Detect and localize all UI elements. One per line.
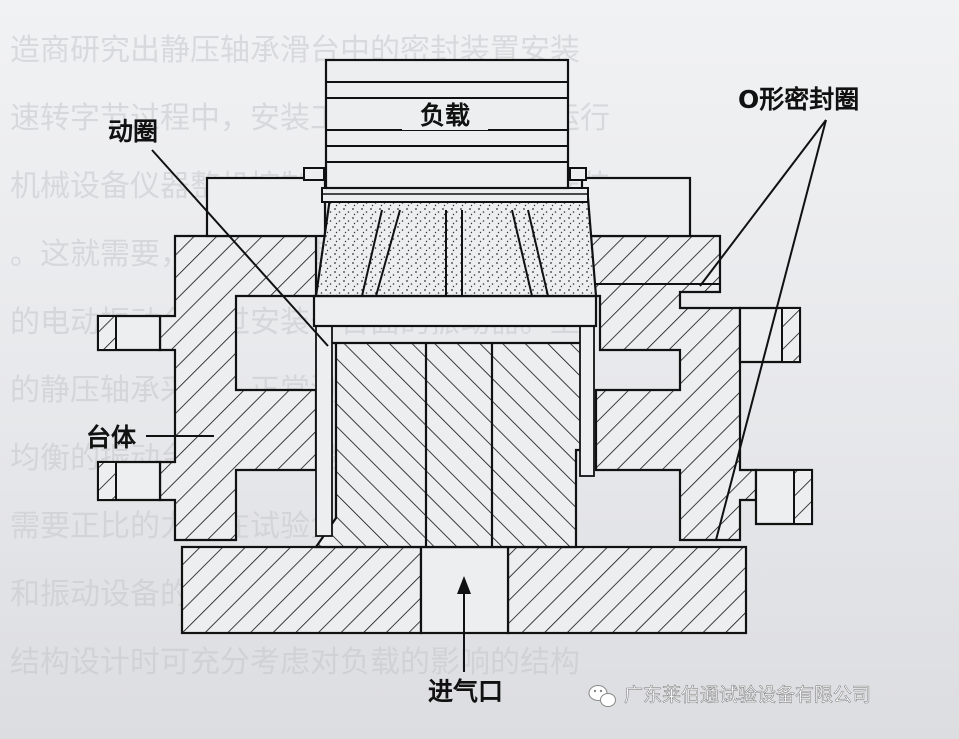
label-moving-coil: 动圈: [108, 117, 158, 146]
leader-o-ring-upper: [699, 119, 827, 287]
label-table-body: 台体: [86, 423, 137, 452]
label-load: 负载: [420, 101, 470, 130]
base-plate: [180, 545, 748, 635]
load-block: 负载: [324, 58, 570, 190]
air-inlet-arrowhead: [457, 576, 471, 594]
label-air-inlet: 进气口: [428, 677, 503, 706]
svg-text:结构设计时可充分考虑对负载的影响的结构: 结构设计时可充分考虑对负载的影响的结构: [10, 645, 580, 680]
label-o-ring: O形密封圈: [738, 85, 859, 114]
upper-frame: [205, 167, 692, 238]
table-body-right: [584, 234, 814, 542]
annotations: 动圈 O形密封圈 台体 进气口: [86, 85, 859, 706]
leader-o-ring-lower: [715, 119, 827, 541]
leader-moving-coil: [151, 149, 329, 347]
table-body-left: [96, 234, 318, 542]
watermark: 广东莱伯通试验设备有限公司: [588, 684, 871, 707]
moving-coil: [312, 187, 598, 328]
armature-core: [313, 325, 595, 549]
wechat-icon: [588, 685, 616, 707]
watermark-text: 广东莱伯通试验设备有限公司: [624, 684, 871, 706]
